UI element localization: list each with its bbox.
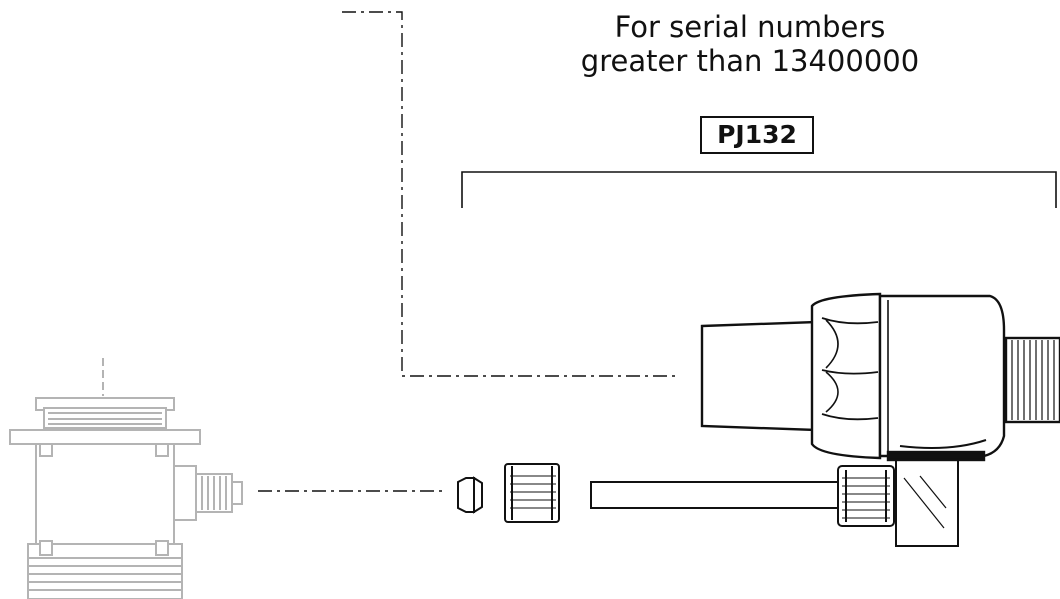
caption-line-2: greater than 13400000 <box>580 44 920 78</box>
faded-pool-fitting <box>9 358 243 599</box>
caption-line-1: For serial numbers <box>614 10 886 44</box>
elbow-fitting <box>837 457 959 547</box>
tube <box>590 481 842 509</box>
leader-line-upper <box>342 11 676 377</box>
compression-ferrule <box>457 476 483 514</box>
part-number-label: PJ132 <box>700 116 814 154</box>
cartridge-housing <box>700 292 1060 462</box>
serial-caption: For serial numbers greater than 13400000 <box>540 10 960 78</box>
compression-nut <box>504 463 560 523</box>
assembly-bracket <box>461 171 1057 208</box>
